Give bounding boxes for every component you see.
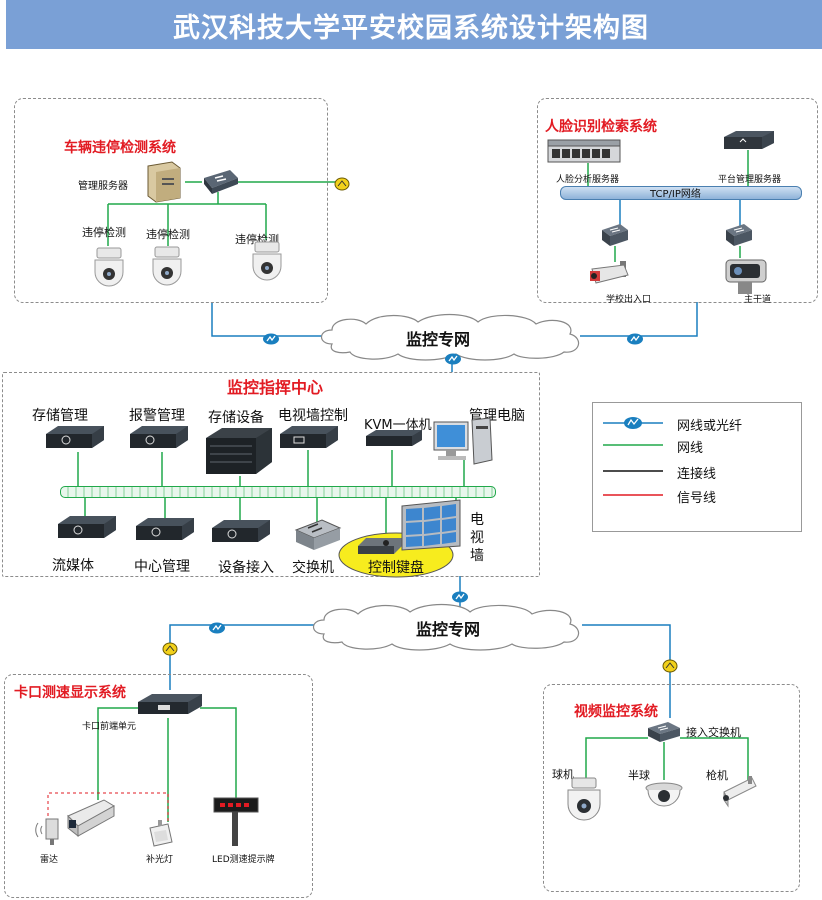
ptz-camera-icon bbox=[724, 256, 770, 300]
storage-device-icon bbox=[204, 428, 274, 482]
checkpoint-unit-icon bbox=[136, 694, 204, 724]
led-sign-label: LED测速提示牌 bbox=[212, 855, 275, 865]
vehicle-system-box bbox=[14, 98, 328, 303]
half-dome-camera-icon bbox=[644, 782, 684, 816]
management-server-label: 管理服务器 bbox=[78, 181, 128, 192]
face-system-title: 人脸识别检索系统 bbox=[545, 119, 657, 135]
bullet-camera-label: 枪机 bbox=[706, 769, 728, 782]
central-management-label: 中心管理 bbox=[134, 559, 190, 575]
dome-camera-icon bbox=[151, 245, 183, 289]
fiber-link-icon bbox=[262, 330, 280, 349]
legend-item-fiber: 网线或光纤 bbox=[603, 413, 793, 434]
face-switch-icon bbox=[724, 224, 754, 252]
legend-label-fiber: 网线或光纤 bbox=[677, 419, 743, 434]
legend-item-connection: 连接线 bbox=[603, 461, 793, 482]
legend-label-cable: 网线 bbox=[677, 441, 704, 456]
storage-management-device-icon bbox=[44, 426, 106, 458]
radar-icon bbox=[32, 815, 62, 851]
bullet-camera-icon bbox=[718, 776, 758, 814]
tcpip-network-bar bbox=[560, 186, 802, 200]
command-center-title: 监控指挥中心 bbox=[227, 378, 324, 397]
face-switch-icon bbox=[600, 224, 630, 252]
streaming-media-label: 流媒体 bbox=[52, 558, 94, 574]
access-switch-label: 接入交换机 bbox=[686, 726, 741, 739]
storage-management-label: 存储管理 bbox=[32, 408, 88, 424]
fiber-link-icon bbox=[603, 417, 663, 429]
private-network-cloud bbox=[318, 313, 586, 362]
management-server-icon bbox=[142, 161, 186, 206]
checkpoint-unit-label: 卡口前端单元 bbox=[82, 722, 137, 732]
video-system-box bbox=[543, 684, 800, 892]
private-network-cloud bbox=[310, 603, 586, 652]
vehicle-camera-label-1: 违停检测 bbox=[82, 226, 126, 239]
analysis-server-label: 人脸分析服务器 bbox=[556, 175, 620, 185]
face-system-box bbox=[537, 98, 818, 303]
bullet-camera-icon bbox=[590, 261, 636, 299]
vehicle-system-title: 车辆违停检测系统 bbox=[64, 140, 176, 156]
ball-camera-icon bbox=[566, 777, 602, 824]
switch-label: 交换机 bbox=[292, 560, 334, 576]
fiber-link-icon bbox=[444, 350, 462, 369]
title-bar bbox=[6, 0, 822, 49]
checkpoint-system-title: 卡口测速显示系统 bbox=[14, 685, 126, 701]
legend-item-cable: 网线 bbox=[603, 435, 793, 456]
dome-camera-icon bbox=[93, 246, 125, 290]
legend-item-signal: 信号线 bbox=[603, 485, 793, 506]
tcpip-network-label: TCP/IP网络 bbox=[650, 189, 701, 200]
video-system-title: 视频监控系统 bbox=[574, 704, 658, 720]
vehicle-fiber-icon bbox=[334, 176, 350, 195]
main-road-label: 主干道 bbox=[744, 295, 772, 305]
management-pc-icon bbox=[432, 417, 494, 470]
storage-device-label: 存储设备 bbox=[208, 410, 264, 426]
fiber-converter-icon bbox=[162, 641, 178, 660]
radar-label: 雷达 bbox=[40, 855, 59, 865]
control-keyboard-label: 控制键盘 bbox=[368, 560, 424, 576]
central-management-device-icon bbox=[134, 518, 196, 550]
legend: 网线或光纤 网线 连接线 信号线 bbox=[592, 402, 802, 532]
school-entrance-label: 学校出入口 bbox=[606, 295, 652, 305]
checkpoint-camera-icon bbox=[66, 798, 118, 842]
command-center-box bbox=[2, 372, 540, 577]
analysis-server-icon bbox=[547, 139, 622, 168]
legend-label-signal: 信号线 bbox=[677, 491, 717, 506]
fill-light-label: 补光灯 bbox=[146, 855, 174, 865]
tv-wall-control-label: 电视墙控制 bbox=[278, 408, 348, 424]
fiber-link-icon bbox=[451, 588, 469, 607]
alarm-management-device-icon bbox=[128, 426, 190, 458]
access-switch-icon bbox=[646, 722, 682, 748]
fiber-link-icon bbox=[208, 619, 226, 638]
fiber-link-icon bbox=[626, 330, 644, 349]
private-network-label-bottom: 监控专网 bbox=[416, 620, 481, 639]
tv-wall-icon bbox=[400, 498, 462, 556]
led-sign-icon bbox=[212, 797, 260, 850]
kvm-label: KVM一体机 bbox=[364, 418, 432, 433]
private-network-label-top: 监控专网 bbox=[406, 330, 471, 349]
tv-wall-char-2: 视 bbox=[470, 530, 484, 546]
backbone-bus bbox=[60, 486, 496, 498]
network-switch-icon bbox=[292, 519, 342, 556]
fill-light-icon bbox=[146, 820, 176, 854]
device-access-icon bbox=[210, 520, 272, 552]
legend-label-connection: 连接线 bbox=[677, 467, 717, 482]
fiber-converter-icon bbox=[662, 658, 678, 677]
checkpoint-system-box bbox=[4, 674, 313, 898]
vehicle-switch-icon bbox=[200, 170, 238, 198]
control-keyboard-icon bbox=[356, 538, 404, 562]
dome-camera-label: 半球 bbox=[628, 769, 650, 782]
vehicle-camera-label-2: 违停检测 bbox=[146, 228, 190, 241]
kvm-device-icon bbox=[364, 430, 424, 456]
dome-camera-icon bbox=[251, 240, 283, 286]
tv-wall-control-device-icon bbox=[278, 426, 340, 458]
platform-server-label: 平台管理服务器 bbox=[718, 175, 782, 185]
platform-server-icon bbox=[722, 131, 776, 157]
alarm-management-label: 报警管理 bbox=[129, 408, 185, 424]
streaming-media-device-icon bbox=[56, 516, 118, 548]
page-title: 武汉科技大学平安校园系统设计架构图 bbox=[173, 13, 649, 44]
ball-camera-label: 球机 bbox=[552, 768, 574, 781]
tv-wall-char-1: 电 bbox=[470, 512, 484, 528]
tv-wall-char-3: 墙 bbox=[470, 548, 484, 564]
device-access-label: 设备接入 bbox=[218, 560, 274, 576]
